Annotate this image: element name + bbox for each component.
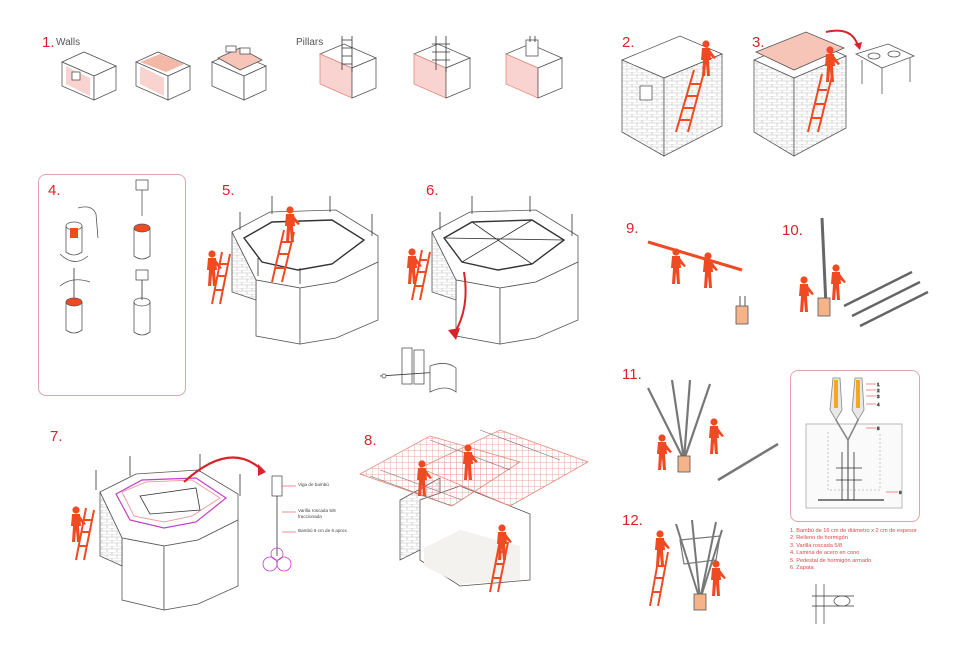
legend-item: 2. Relleno de hormigón [790, 535, 848, 542]
pillar-stage-1 [318, 36, 378, 99]
legend-item: 6. Zapata [790, 565, 814, 572]
steel-bracket-detail [379, 347, 457, 393]
step-number-3: 3. [752, 34, 765, 51]
form-bench [854, 43, 916, 94]
wall-stage-3 [211, 45, 267, 101]
step-number-11: 11. [622, 366, 642, 383]
step4-frame [38, 174, 186, 396]
step12-tying-columns [649, 519, 726, 611]
rod-detail [262, 475, 296, 572]
step-number-5: 5. [222, 182, 235, 199]
step-number-12: 12. [622, 512, 643, 529]
step-number-7: 7. [50, 428, 63, 445]
callout-bamboo-size: Bambú 6 cm de 6 aprox. [298, 528, 349, 533]
detail-num-6: 6 [899, 490, 902, 495]
callout-threaded-rod: Varilla roscada 5/8 [298, 508, 336, 513]
step-number-2: 2. [622, 34, 635, 51]
walls-label: Walls [56, 37, 81, 48]
step-number-10: 10. [782, 222, 803, 239]
step10-placing-bamboo [799, 217, 929, 328]
legend-item: 5. Pedestal de hormigón armado [790, 557, 872, 564]
step2-brick-wall [620, 35, 724, 157]
step7-ring-beam [71, 454, 296, 611]
pillar-stage-2 [412, 36, 472, 99]
step5-hex-structure [207, 196, 379, 345]
legend-item: 1. Bambú de 16 cm de diámetro x 2 cm de … [790, 528, 917, 534]
step-number-9: 9. [626, 220, 639, 237]
ladder [675, 69, 705, 133]
step-number-4: 4. [48, 182, 61, 199]
detail-num-4: 4 [877, 402, 880, 407]
detail-legend: 1. Bambú de 16 cm de diámetro x 2 cm de … [790, 528, 950, 572]
wall-stage-2 [135, 51, 191, 101]
detail-num-5: 5 [877, 426, 880, 431]
wall-stage-1 [61, 51, 117, 101]
detail-num-2: 2 [877, 388, 880, 393]
step-number-8: 8. [364, 432, 377, 449]
legend-item: 3. Varilla roscada 5/8 [790, 542, 843, 549]
arrow-curve [825, 29, 859, 47]
legend-item: 4. Lamina de acero en cono [790, 550, 860, 557]
step4-bamboo-filling [59, 179, 151, 336]
step8-roof [359, 429, 589, 593]
pillars-label: Pillars [296, 37, 324, 48]
callout-bamboo-beam: Viga de bambú [298, 482, 329, 487]
step9-carrying-bamboo [647, 240, 749, 325]
step3-wall-bond-beam [753, 29, 916, 157]
detail-column-base: 1 2 3 4 5 6 [805, 377, 903, 509]
step1-pillars-sequence [318, 36, 564, 99]
small-bolt-detail [812, 584, 854, 624]
detail-num-3: 3 [877, 394, 880, 399]
step6-hex-bracing [379, 196, 579, 393]
step1-walls-sequence [61, 45, 267, 101]
detail-num-1: 1 [877, 382, 880, 387]
step11-raising-columns [647, 379, 779, 482]
step-number-6: 6. [426, 182, 439, 199]
pillar-stage-3 [504, 36, 564, 99]
callout-threaded-rod-2: fraccionada [298, 514, 322, 519]
detail-frame [790, 370, 920, 522]
step-number-1: 1. [42, 34, 55, 51]
